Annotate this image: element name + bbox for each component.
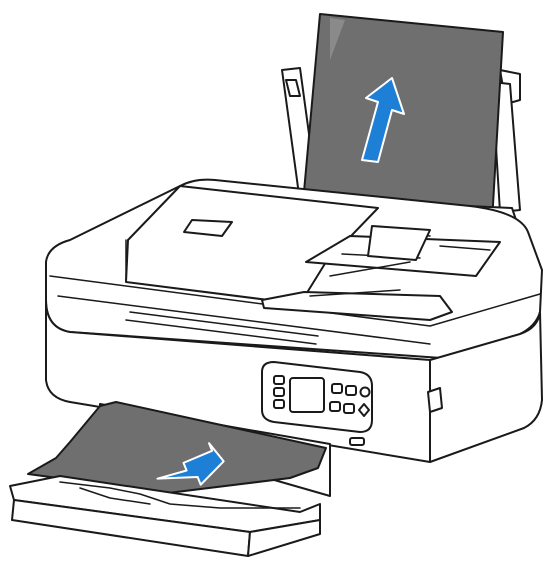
panel-button [346,386,356,395]
panel-button [361,388,370,397]
operation-panel [262,362,372,432]
power-lamp [350,438,364,445]
panel-button [274,400,284,408]
lcd-screen [290,378,324,412]
panel-button [274,388,284,396]
panel-button [274,376,284,384]
panel-button [344,404,354,413]
side-latch [428,388,442,412]
panel-button [332,384,342,393]
jammed-paper-rear [302,14,503,222]
panel-button [330,402,340,411]
